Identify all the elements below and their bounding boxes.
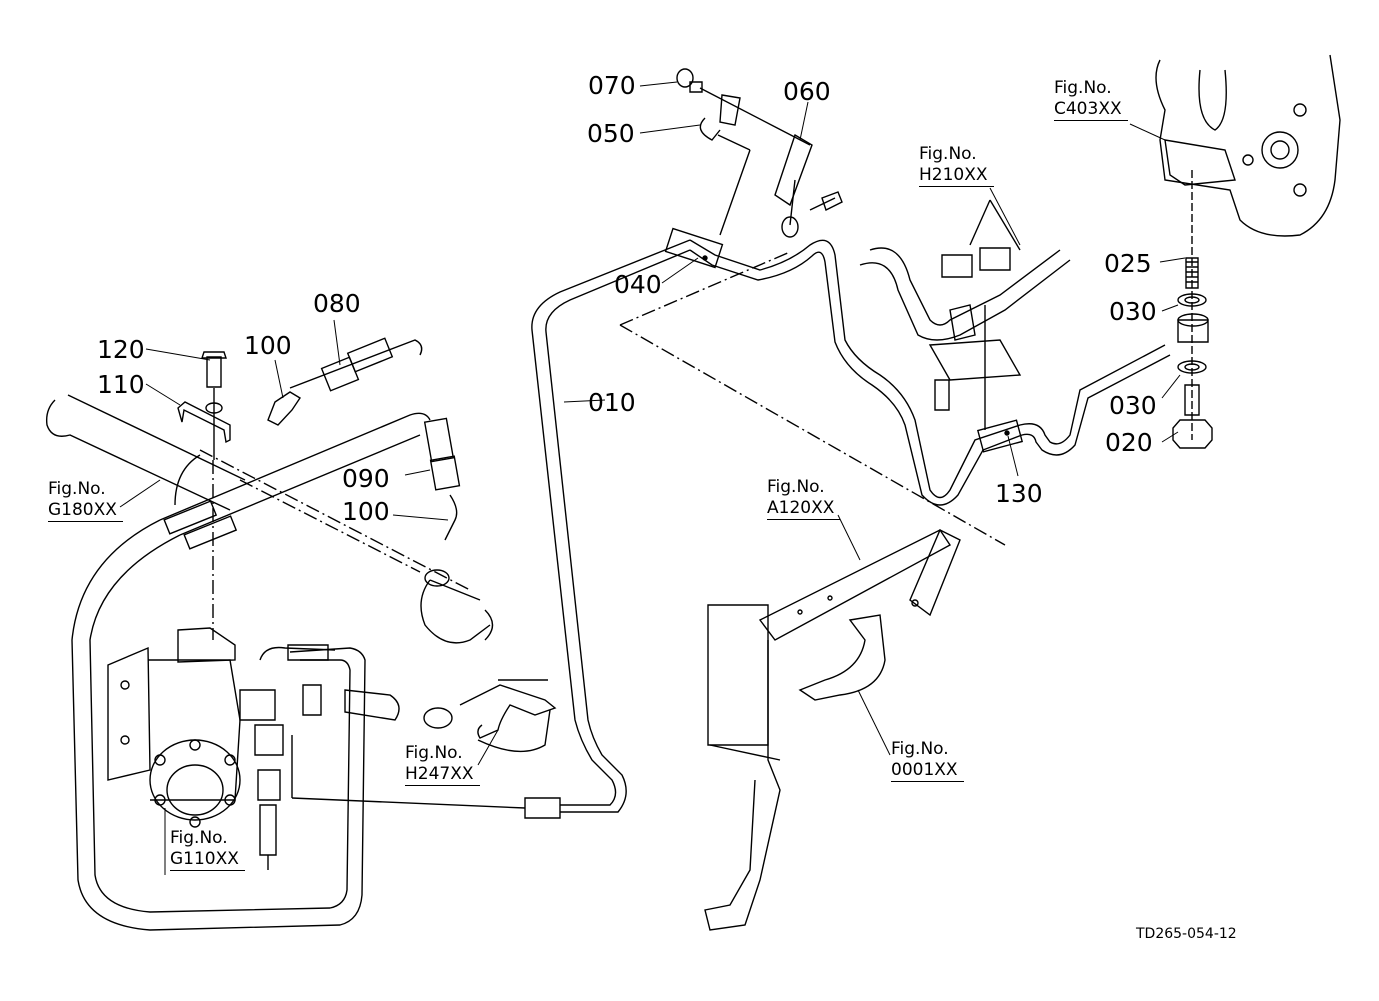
fig-ref-prefix: Fig.No. [48, 479, 106, 499]
reference-lines [200, 252, 1005, 640]
callout-130: 130 [995, 479, 1043, 508]
fig-ref-prefix: Fig.No. [170, 828, 228, 848]
callout-025: 025 [1104, 249, 1152, 278]
hoses-left [72, 338, 459, 930]
callout-050: 050 [587, 119, 635, 148]
fig-ref-number: H210XX [919, 165, 994, 187]
fig-ref-prefix: Fig.No. [1054, 78, 1112, 98]
frame-bracket [705, 530, 960, 930]
h247-fittings [303, 680, 555, 751]
leader-lines [120, 82, 1185, 875]
callout-120: 120 [97, 335, 145, 364]
engine-block [1156, 55, 1340, 236]
drawing-code: TD265-054-12 [1136, 926, 1237, 942]
hydraulic-cylinder [47, 395, 493, 643]
fig-ref-h210xx[interactable]: Fig.No. H210XX [919, 144, 994, 187]
banjo-assembly [1173, 170, 1212, 448]
callout-010: 010 [588, 388, 636, 417]
fig-ref-number: H247XX [405, 764, 480, 786]
fig-ref-prefix: Fig.No. [767, 477, 825, 497]
fig-ref-a120xx[interactable]: Fig.No. A120XX [767, 477, 841, 520]
h210-bracket-area [860, 200, 1070, 430]
callout-040: 040 [614, 270, 662, 299]
fig-ref-prefix: Fig.No. [919, 144, 977, 164]
clamp-assembly [677, 69, 842, 237]
callout-100-mid: 100 [342, 497, 390, 526]
fig-ref-number: C403XX [1054, 99, 1128, 121]
pipe-130 [666, 229, 1170, 505]
fig-ref-number: A120XX [767, 498, 841, 520]
callout-110: 110 [97, 370, 145, 399]
hydraulic-pump [108, 628, 525, 870]
fig-ref-0001xx[interactable]: Fig.No. 0001XX [891, 739, 964, 782]
clamp-110-bolt-120 [178, 352, 230, 460]
fig-ref-c403xx[interactable]: Fig.No. C403XX [1054, 78, 1128, 121]
callout-020: 020 [1105, 428, 1153, 457]
fig-ref-prefix: Fig.No. [405, 743, 463, 763]
fig-ref-number: 0001XX [891, 760, 964, 782]
callout-080: 080 [313, 289, 361, 318]
fig-ref-prefix: Fig.No. [891, 739, 949, 759]
callout-090: 090 [342, 464, 390, 493]
fig-ref-h247xx[interactable]: Fig.No. H247XX [405, 743, 480, 786]
callout-060: 060 [783, 77, 831, 106]
callout-030-upper: 030 [1109, 297, 1157, 326]
pipe-010 [525, 240, 690, 818]
callout-070: 070 [588, 71, 636, 100]
fig-ref-number: G110XX [170, 849, 245, 871]
fig-ref-number: G180XX [48, 500, 123, 522]
callout-030-lower: 030 [1109, 391, 1157, 420]
elbow-100-top [268, 392, 300, 425]
callout-100-top: 100 [244, 331, 292, 360]
fig-ref-g180xx[interactable]: Fig.No. G180XX [48, 479, 123, 522]
fig-ref-g110xx[interactable]: Fig.No. G110XX [170, 828, 245, 871]
